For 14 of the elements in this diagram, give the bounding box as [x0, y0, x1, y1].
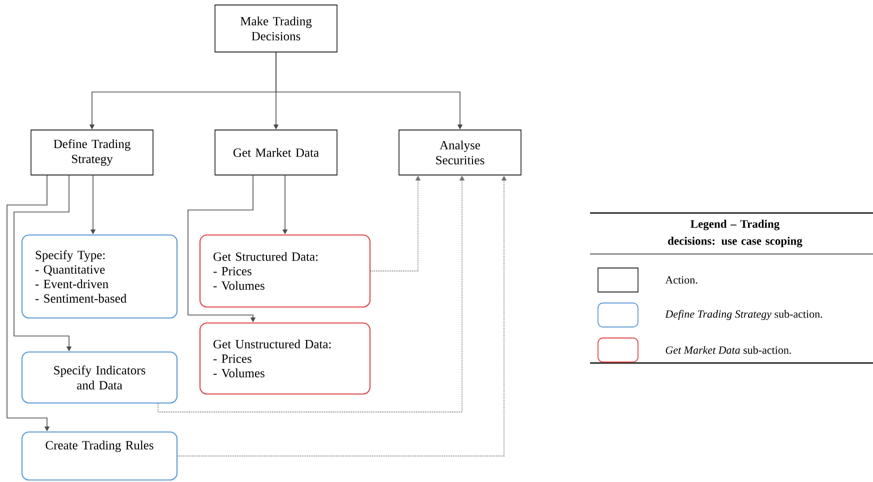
arrow [276, 52, 463, 130]
legend-text: Define Trading Strategy sub-action. [665, 310, 822, 320]
legend-heading: Legend – Trading decisions: use case scoping [668, 220, 802, 248]
action-box: Define Trading Strategy [30, 130, 154, 176]
legend-text: Get Market Data sub-action. [666, 346, 791, 354]
sub-action-box: Specify Indicators and Data [21, 351, 178, 404]
legend-text: Action. [665, 276, 698, 284]
sub-action-box: Get Unstructured Data: - Prices - Volumes [199, 322, 371, 395]
sub-action-box: Create Trading Rules [21, 431, 178, 481]
action-box: Analyse Securities [398, 130, 522, 176]
action-box: Make Trading Decisions [214, 4, 338, 52]
sub-action-box: Specify Type: - Quantitative - Event-driven - Sentiment-based [21, 234, 178, 319]
sub-action-box: Get Structured Data: - Prices - Volumes [199, 234, 371, 308]
action-box: Get Market Data [214, 130, 338, 176]
